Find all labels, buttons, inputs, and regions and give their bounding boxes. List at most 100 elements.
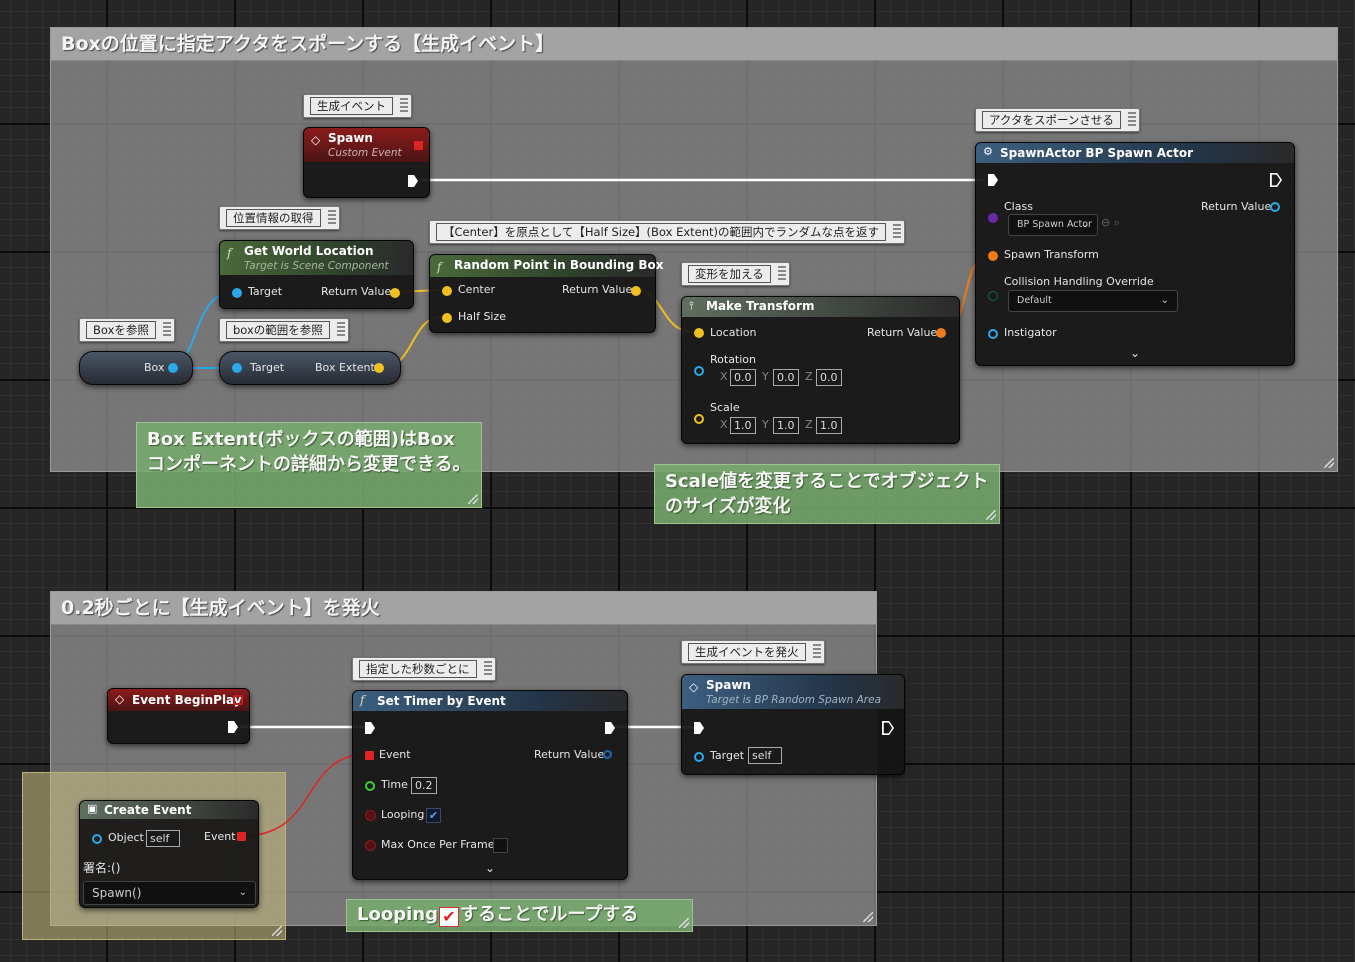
comment-bubble-spawn-actor[interactable]: アクタをスポーンさせる: [975, 108, 1140, 132]
resize-handle-icon[interactable]: [863, 912, 873, 922]
rotation-x-field[interactable]: 0.0: [730, 369, 756, 386]
rotation-y-field[interactable]: 0.0: [773, 369, 799, 386]
return-pin[interactable]: [1270, 202, 1280, 212]
node-box-extent[interactable]: Target Box Extent: [219, 351, 401, 385]
return-pin[interactable]: [603, 750, 612, 759]
node-event-beginplay[interactable]: ◇ Event BeginPlay: [107, 688, 250, 744]
return-pin[interactable]: [390, 288, 400, 298]
node-header[interactable]: f Random Point in Bounding Box: [430, 255, 663, 277]
comment-bubble-transform[interactable]: 変形を加える: [681, 262, 790, 286]
note-box-extent[interactable]: Box Extent(ボックスの範囲)はBoxコンポーネントの詳細から変更できる…: [136, 422, 482, 508]
node-spawn-call[interactable]: ◇ Spawn Target is BP Random Spawn Area T…: [681, 674, 905, 775]
transform-pin[interactable]: [988, 251, 998, 261]
comment-bubble-spawn-event[interactable]: 生成イベント: [303, 94, 412, 118]
pin-icon[interactable]: [336, 322, 345, 336]
looping-checkbox[interactable]: ✔: [426, 808, 441, 823]
return-pin[interactable]: [936, 328, 946, 338]
exec-out-pin[interactable]: [882, 721, 894, 735]
scale-z-field[interactable]: 1.0: [816, 417, 842, 434]
node-spawn-actor[interactable]: ⚙ SpawnActor BP Spawn Actor Class BP Spa…: [975, 142, 1295, 366]
exec-out-pin[interactable]: [228, 721, 238, 733]
resize-handle-icon[interactable]: [679, 918, 689, 928]
node-header[interactable]: f Set Timer by Event: [353, 691, 627, 711]
note-scale[interactable]: Scale値を変更することでオブジェクトのサイズが変化: [654, 464, 1000, 524]
function-dropdown[interactable]: Spawn() ⌄: [83, 881, 256, 905]
return-pin[interactable]: [631, 286, 641, 296]
pin-icon[interactable]: [483, 661, 492, 675]
node-random-point[interactable]: f Random Point in Bounding Box Center Re…: [429, 254, 663, 333]
pin-icon[interactable]: [400, 98, 408, 112]
target-pin[interactable]: [694, 752, 704, 762]
pin-icon[interactable]: [162, 322, 171, 336]
pin-icon[interactable]: [1127, 112, 1136, 126]
comment-bubble-timer[interactable]: 指定した秒数ごとに: [352, 657, 496, 681]
object-pin[interactable]: [92, 834, 102, 844]
collision-dropdown[interactable]: Default ⌄: [1008, 290, 1178, 312]
resize-handle-icon[interactable]: [986, 510, 996, 520]
comment-bubble-fire-event[interactable]: 生成イベントを発火: [681, 640, 825, 664]
comment-bubble-box-extent[interactable]: boxの範囲を参照: [219, 318, 349, 342]
exec-out-pin[interactable]: [1270, 173, 1282, 187]
target-pin[interactable]: [232, 288, 242, 298]
comment-bubble-box-ref[interactable]: Boxを参照: [79, 318, 175, 342]
node-header[interactable]: f Get World Location Target is Scene Com…: [220, 241, 413, 275]
pin-icon[interactable]: [327, 210, 336, 224]
pin-icon[interactable]: [893, 224, 902, 238]
target-input[interactable]: self: [748, 747, 782, 764]
exec-out-pin[interactable]: [605, 722, 615, 734]
max-once-checkbox[interactable]: [493, 838, 508, 853]
comment-title[interactable]: 0.2秒ごとに【生成イベント】を発火: [51, 592, 876, 625]
rotation-z-field[interactable]: 0.0: [816, 369, 842, 386]
target-pin[interactable]: [232, 363, 242, 373]
rotation-pin[interactable]: [694, 366, 704, 376]
node-header[interactable]: ▣ Create Event: [80, 801, 258, 819]
center-pin[interactable]: [442, 286, 452, 296]
node-get-world-location[interactable]: f Get World Location Target is Scene Com…: [219, 240, 414, 309]
node-create-event[interactable]: ▣ Create Event Object self Event 署名:() S…: [79, 800, 259, 908]
scale-y-field[interactable]: 1.0: [773, 417, 799, 434]
exec-in-pin[interactable]: [988, 174, 998, 186]
comment-title[interactable]: Boxの位置に指定アクタをスポーンする【生成イベント】: [51, 28, 1337, 61]
browse-icon[interactable]: ⊖ ⌕: [1101, 216, 1120, 229]
event-pin[interactable]: [365, 751, 374, 760]
expand-chevron-icon[interactable]: ⌄: [485, 861, 496, 875]
node-header[interactable]: ◇ Event BeginPlay: [108, 689, 249, 711]
node-header[interactable]: ⫯ Make Transform: [682, 297, 959, 317]
object-input[interactable]: self: [146, 830, 180, 847]
comment-bubble-random-point[interactable]: 【Center】を原点として【Half Size】(Box Extent)の範囲…: [429, 220, 906, 244]
resize-handle-icon[interactable]: [1324, 458, 1334, 468]
looping-pin[interactable]: [365, 810, 376, 821]
instigator-pin[interactable]: [988, 329, 998, 339]
class-dropdown[interactable]: BP Spawn Actor ⌄: [1008, 214, 1098, 236]
collision-pin[interactable]: [988, 291, 998, 301]
node-header[interactable]: ◇ Spawn Custom Event: [304, 128, 429, 162]
expand-chevron-icon[interactable]: ⌄: [1130, 346, 1141, 360]
resize-handle-icon[interactable]: [468, 494, 478, 504]
scale-pin[interactable]: [694, 414, 704, 424]
max-once-pin[interactable]: [365, 840, 376, 851]
node-make-transform[interactable]: ⫯ Make Transform Location Return Value R…: [681, 296, 960, 444]
node-header[interactable]: ⚙ SpawnActor BP Spawn Actor: [976, 143, 1294, 163]
time-pin[interactable]: [365, 781, 375, 791]
box-output-pin[interactable]: [168, 363, 178, 373]
scale-x-field[interactable]: 1.0: [730, 417, 756, 434]
node-set-timer[interactable]: f Set Timer by Event Event Return Value …: [352, 690, 628, 880]
pin-icon[interactable]: [777, 266, 786, 280]
node-spawn-custom-event[interactable]: ◇ Spawn Custom Event: [303, 127, 430, 198]
exec-in-pin[interactable]: [365, 722, 375, 734]
exec-in-pin[interactable]: [694, 722, 704, 734]
time-input[interactable]: 0.2: [411, 777, 437, 794]
node-box-variable[interactable]: Box: [79, 351, 193, 385]
delegate-pin[interactable]: [233, 695, 243, 705]
pin-icon[interactable]: [812, 644, 821, 658]
delegate-pin[interactable]: [414, 141, 423, 150]
resize-handle-icon[interactable]: [272, 926, 282, 936]
extent-output-pin[interactable]: [374, 363, 384, 373]
location-pin[interactable]: [694, 328, 704, 338]
node-header[interactable]: ◇ Spawn Target is BP Random Spawn Area: [682, 675, 904, 709]
half-size-pin[interactable]: [442, 313, 452, 323]
class-pin[interactable]: [988, 213, 998, 223]
comment-bubble-get-location[interactable]: 位置情報の取得: [219, 206, 340, 230]
event-pin[interactable]: [237, 832, 246, 841]
exec-out-pin[interactable]: [408, 175, 418, 187]
